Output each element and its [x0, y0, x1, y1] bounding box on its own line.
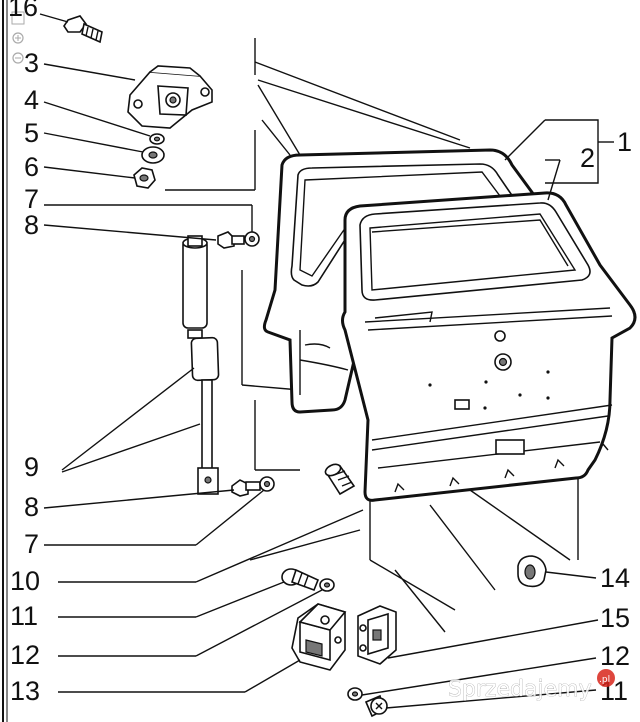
- washer-part-4: [149, 133, 165, 145]
- callout-1: 1: [617, 127, 632, 157]
- clip-part-7-upper: [244, 231, 260, 247]
- clip-part-7-lower: [259, 476, 275, 492]
- callout-12-lower: 12: [600, 641, 630, 671]
- callout-7-upper: 7: [24, 184, 39, 214]
- watermark-text: Sprzedajemy: [448, 677, 592, 702]
- bolt-part-11-upper: [281, 568, 320, 592]
- callout-6: 6: [24, 152, 39, 182]
- callout-16: 16: [8, 0, 38, 22]
- gas-strut-part: [182, 235, 220, 495]
- callout-7-lower: 7: [24, 529, 39, 559]
- rubber-bumper-part: [517, 555, 547, 588]
- leader-lines: [39, 13, 614, 709]
- zoom-toolbar[interactable]: [11, 11, 25, 64]
- callout-14: 14: [600, 563, 630, 593]
- watermark-suffix: .pl: [599, 675, 610, 685]
- lock-mechanism-part: [291, 603, 347, 671]
- callout-9: 9: [24, 452, 39, 482]
- callout-10: 10: [10, 566, 40, 596]
- fit-screen-icon[interactable]: [11, 11, 25, 25]
- callout-3: 3: [24, 48, 39, 78]
- tailgate-assembly: [299, 191, 637, 502]
- callout-8-lower: 8: [24, 492, 39, 522]
- vehicle-body-outline: [165, 38, 579, 633]
- watermark: Sprzedajemy .pl: [448, 669, 615, 702]
- callout-5: 5: [24, 118, 39, 148]
- callout-labels: 16 3 4 5 6 7 8 9 8 7 10 11 12 13 1 2 14 …: [8, 0, 632, 706]
- callout-4: 4: [24, 85, 39, 115]
- callout-8-upper: 8: [24, 210, 39, 240]
- washer-part-12-lower: [347, 687, 363, 701]
- callout-11-upper: 11: [10, 601, 38, 631]
- ball-pin-part-8-lower: [231, 479, 261, 497]
- nut-part-6: [133, 167, 156, 189]
- striker-plate-part: [357, 605, 397, 665]
- callout-13: 13: [10, 676, 40, 706]
- ball-pin-part-8-upper: [217, 231, 245, 249]
- callout-12-upper: 12: [10, 640, 40, 670]
- zoom-in-icon[interactable]: [12, 32, 24, 44]
- callout-15: 15: [600, 603, 630, 633]
- washer-part-5: [141, 146, 165, 164]
- callout-2: 2: [580, 143, 595, 173]
- striker-bolt-part: [324, 463, 356, 496]
- zoom-out-icon[interactable]: [12, 52, 24, 64]
- hinge-part: [127, 65, 213, 129]
- washer-part-12-upper: [319, 578, 335, 592]
- bolt-part-16: [63, 15, 103, 44]
- bolt-part-11-lower: [364, 694, 388, 718]
